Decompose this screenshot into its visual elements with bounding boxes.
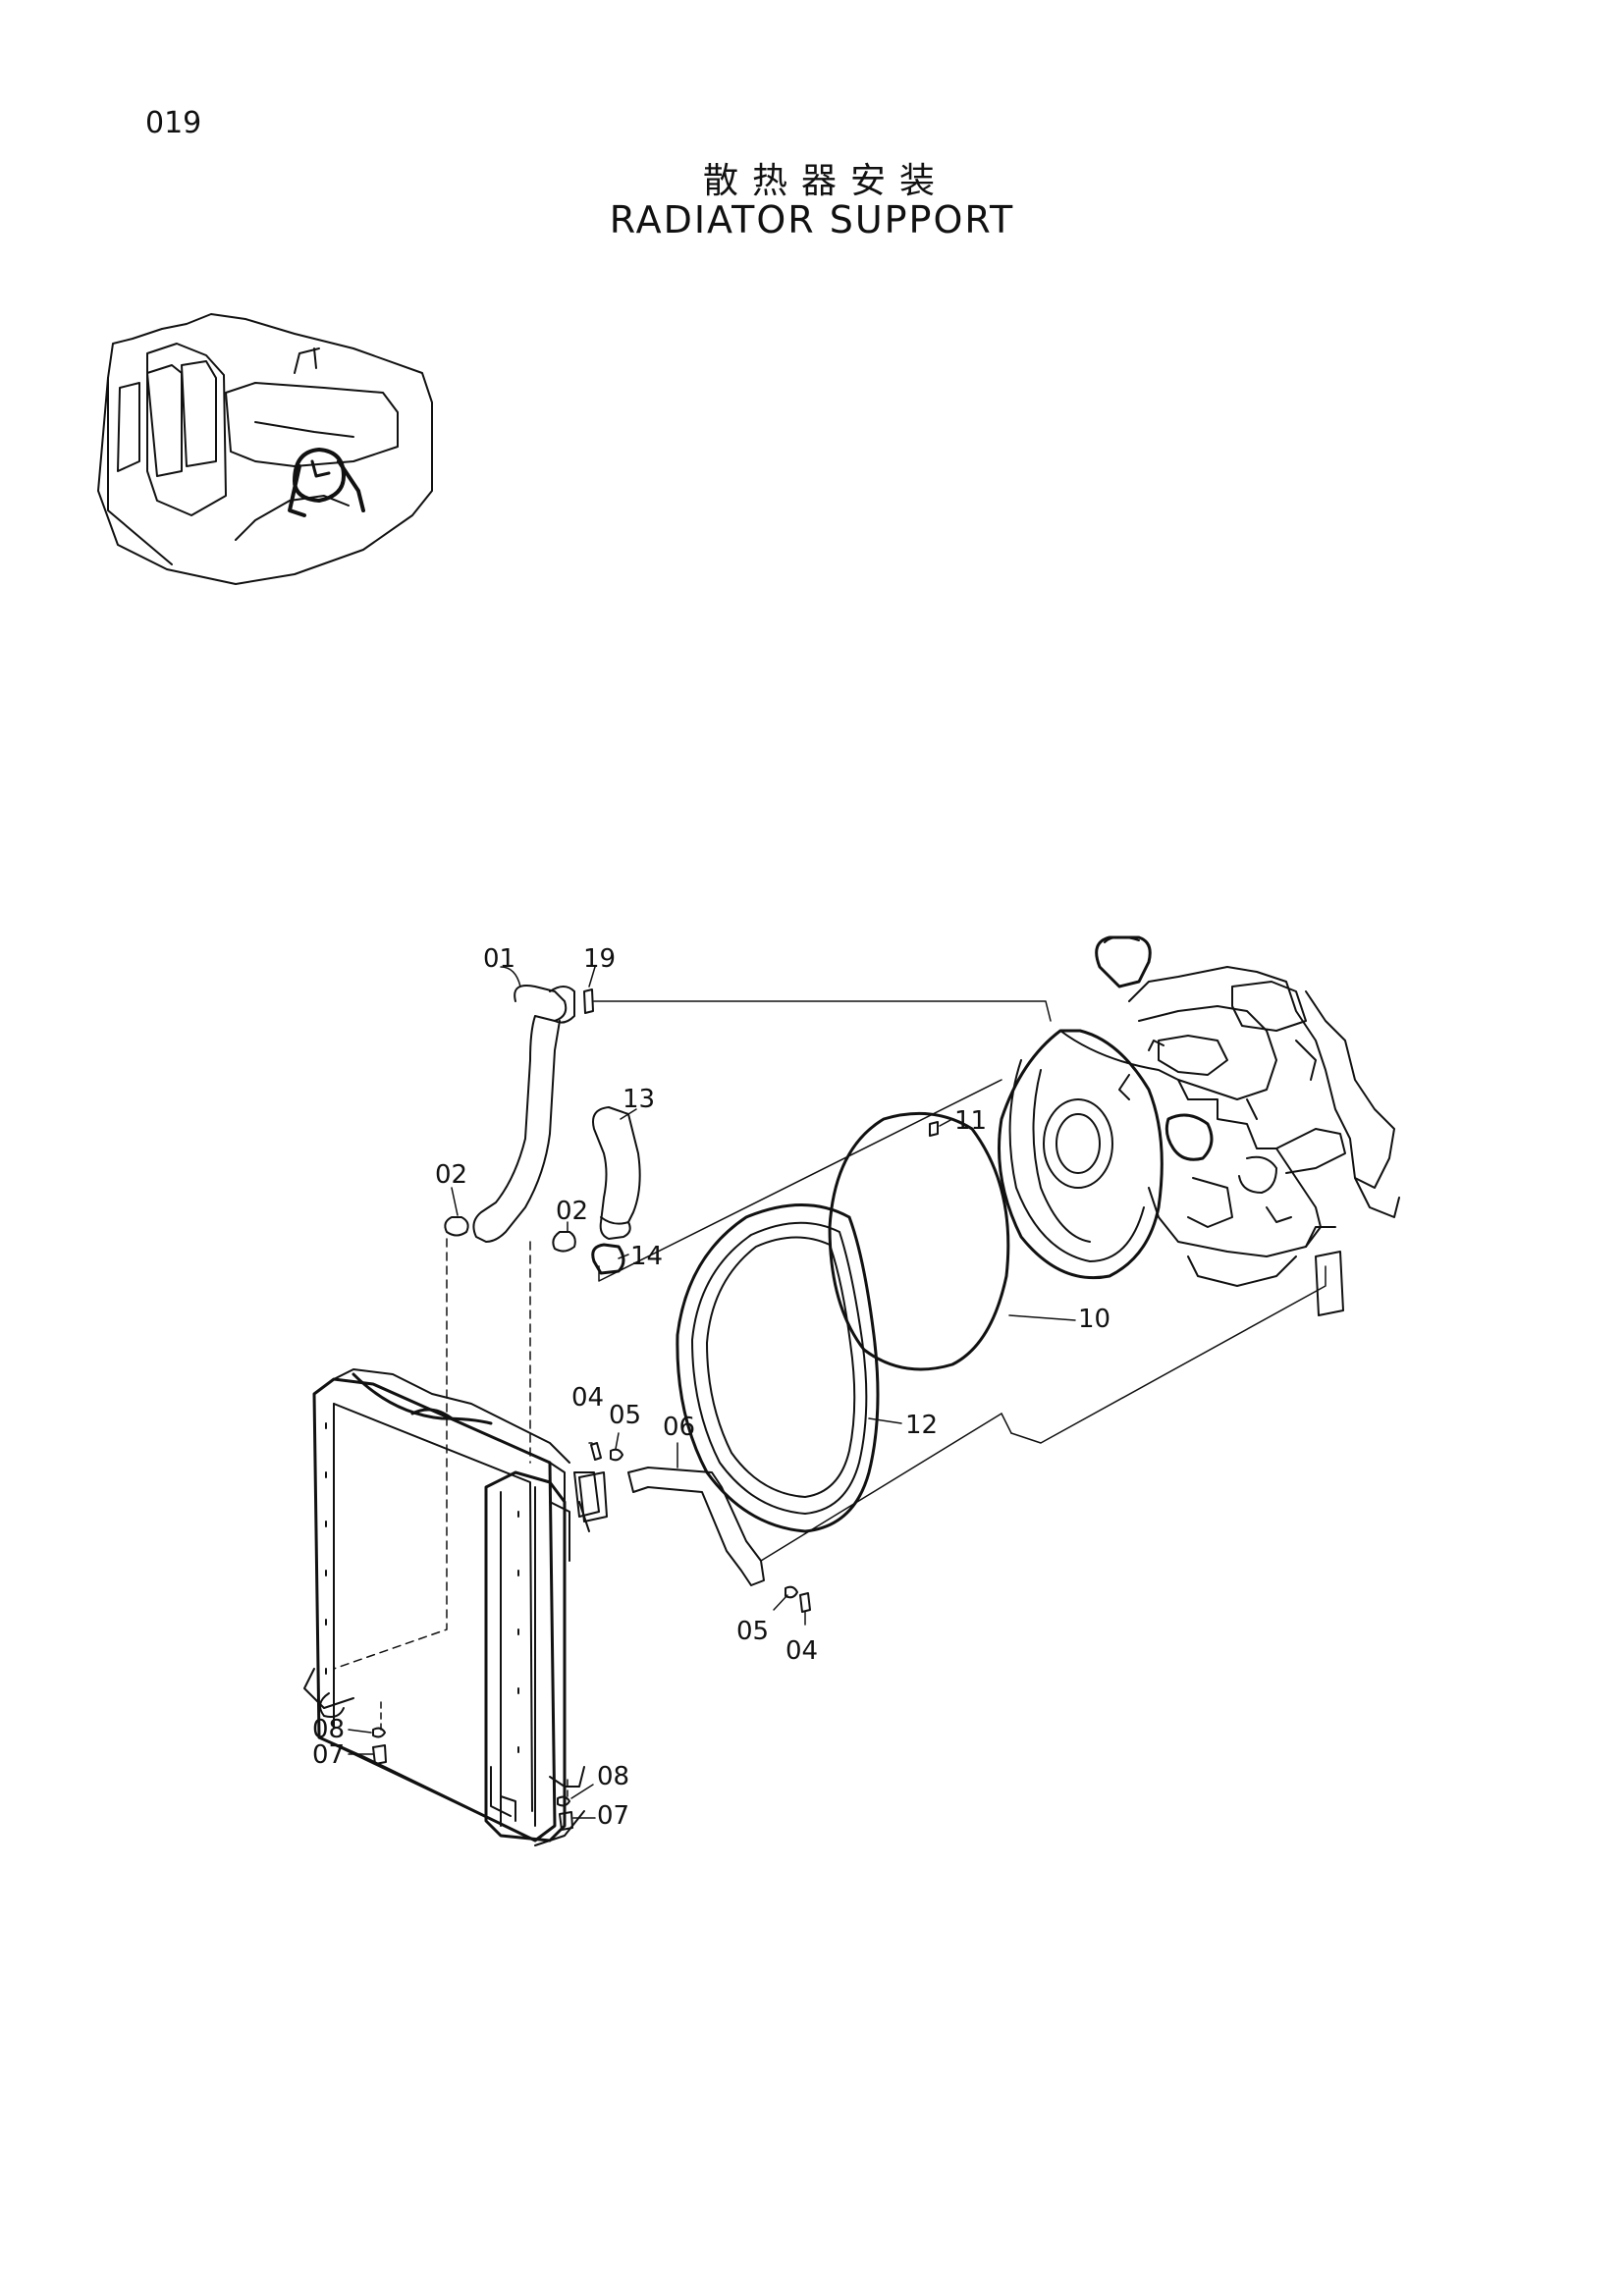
- clamp-icon: [583, 988, 594, 1014]
- callout-05-a: 05: [609, 1401, 641, 1430]
- callout-06: 06: [663, 1413, 695, 1442]
- callout-11: 11: [954, 1106, 987, 1136]
- clamp-icon: [552, 1231, 576, 1253]
- callout-labels: 01 19 13 11 02 02 14 10 04 05 06 12 05 0…: [312, 944, 1110, 1831]
- bolt-icon: [929, 1121, 939, 1137]
- leader-lines: [348, 966, 1076, 1819]
- callout-04-b: 04: [785, 1636, 818, 1666]
- assembly-lines: [333, 1000, 1326, 1797]
- washer-icon: [610, 1448, 623, 1462]
- page-number: 019: [145, 106, 202, 140]
- callout-04-a: 04: [571, 1383, 604, 1413]
- radiator-assembly: [303, 1368, 600, 1846]
- callout-14: 14: [630, 1242, 663, 1271]
- bolt-icon: [590, 1442, 602, 1461]
- callout-05-b: 05: [736, 1617, 769, 1646]
- callout-01: 01: [483, 944, 515, 974]
- washer-icon: [785, 1585, 798, 1599]
- engine-assembly: [998, 935, 1400, 1287]
- clamp-icon: [444, 1216, 469, 1237]
- fan-shroud-ring: [676, 1203, 880, 1533]
- plug-icon: [559, 1811, 573, 1831]
- callout-08-b: 08: [597, 1762, 629, 1791]
- washer-icon: [372, 1727, 386, 1738]
- callout-19: 19: [583, 944, 616, 974]
- callout-12: 12: [905, 1411, 938, 1440]
- callout-02-b: 02: [556, 1197, 588, 1226]
- upper-hose: [472, 985, 575, 1243]
- engine-bracket: [1315, 1251, 1344, 1316]
- lower-hose: [592, 1106, 641, 1240]
- plug-icon: [372, 1744, 387, 1765]
- bracket: [578, 1471, 608, 1522]
- seal-ring: [828, 1111, 1010, 1371]
- callout-08-a: 08: [312, 1715, 345, 1744]
- callout-02-a: 02: [435, 1160, 467, 1190]
- excavator-locator-icon: [97, 313, 433, 585]
- washer-icon: [557, 1795, 570, 1807]
- title-chinese: 散热器安装: [702, 161, 948, 201]
- bolt-icon: [799, 1592, 811, 1613]
- stay-bar: [627, 1467, 765, 1586]
- title-english: RADIATOR SUPPORT: [609, 198, 1015, 241]
- callout-13: 13: [623, 1085, 655, 1114]
- clamp-icon: [591, 1243, 625, 1275]
- callout-07-b: 07: [597, 1801, 629, 1831]
- callout-07-a: 07: [312, 1740, 345, 1770]
- callout-10: 10: [1078, 1305, 1110, 1334]
